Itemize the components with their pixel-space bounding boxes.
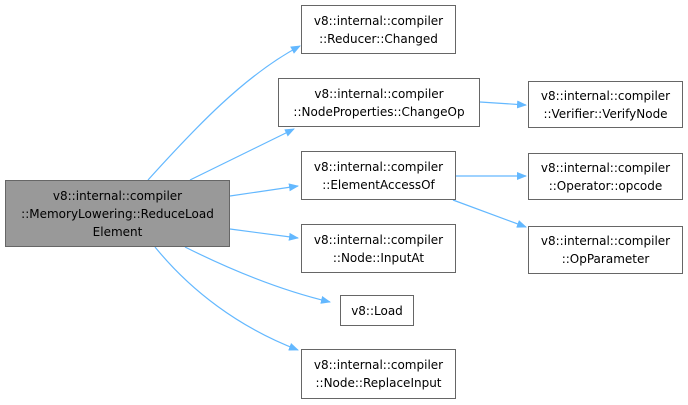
edge-reduceload-to-load	[184, 246, 331, 304]
node-verify-node[interactable]: v8::internal::compiler ::Verifier::Verif…	[528, 81, 683, 128]
node-input-at[interactable]: v8::internal::compiler ::Node::InputAt	[301, 224, 456, 273]
node-element-access-of[interactable]: v8::internal::compiler ::ElementAccessOf	[301, 151, 456, 200]
node-reduce-load-element-line-2: ::MemoryLowering::ReduceLoad	[21, 206, 214, 221]
node-verify-node-line-1: v8::internal::compiler	[540, 88, 671, 103]
edge-elementaccessof-to-opparameter	[452, 199, 527, 228]
edge-reduceload-to-reducer-changed	[147, 45, 301, 181]
node-op-parameter[interactable]: v8::internal::compiler ::OpParameter	[528, 226, 683, 274]
edge-reduceload-to-replaceinput	[154, 246, 299, 351]
node-reducer-changed[interactable]: v8::internal::compiler ::Reducer::Change…	[301, 5, 456, 54]
node-reduce-load-element: v8::internal::compiler ::MemoryLowering:…	[5, 180, 230, 247]
node-change-op-line-2: ::NodeProperties::ChangeOp	[293, 104, 465, 119]
node-input-at-line-1: v8::internal::compiler	[313, 232, 444, 247]
node-op-parameter-line-1: v8::internal::compiler	[540, 234, 671, 248]
node-replace-input-line-1: v8::internal::compiler	[313, 358, 444, 372]
edge-reduceload-to-elementaccessof	[229, 183, 299, 197]
node-reducer-changed-line-2: ::Reducer::Changed	[319, 31, 438, 46]
node-reducer-changed-line-1: v8::internal::compiler	[313, 13, 444, 28]
node-op-parameter-line-2: ::OpParameter	[561, 252, 650, 266]
node-opcode[interactable]: v8::internal::compiler ::Operator::opcod…	[528, 153, 683, 200]
node-element-access-of-line-2: ::ElementAccessOf	[322, 177, 435, 192]
edge-reduceload-to-changeop	[189, 128, 295, 181]
edge-changeop-to-verifynode	[479, 100, 527, 109]
node-replace-input[interactable]: v8::internal::compiler ::Node::ReplaceIn…	[301, 349, 456, 399]
node-reduce-load-element-line-1: v8::internal::compiler	[52, 188, 183, 203]
node-replace-input-line-2: ::Node::ReplaceInput	[315, 376, 442, 390]
edge-reduceload-to-inputat	[229, 228, 299, 241]
node-change-op-line-1: v8::internal::compiler	[314, 86, 444, 101]
node-load-line-1: v8::Load	[351, 303, 403, 318]
node-reduce-load-element-line-3: Element	[92, 224, 143, 239]
node-verify-node-line-2: ::Verifier::VerifyNode	[543, 106, 668, 121]
node-load[interactable]: v8::Load	[340, 295, 414, 326]
node-element-access-of-line-1: v8::internal::compiler	[313, 159, 444, 174]
node-opcode-line-1: v8::internal::compiler	[540, 160, 671, 175]
node-change-op[interactable]: v8::internal::compiler ::NodeProperties:…	[278, 78, 480, 127]
node-opcode-line-2: ::Operator::opcode	[548, 178, 663, 193]
node-input-at-line-2: ::Node::InputAt	[332, 250, 425, 265]
